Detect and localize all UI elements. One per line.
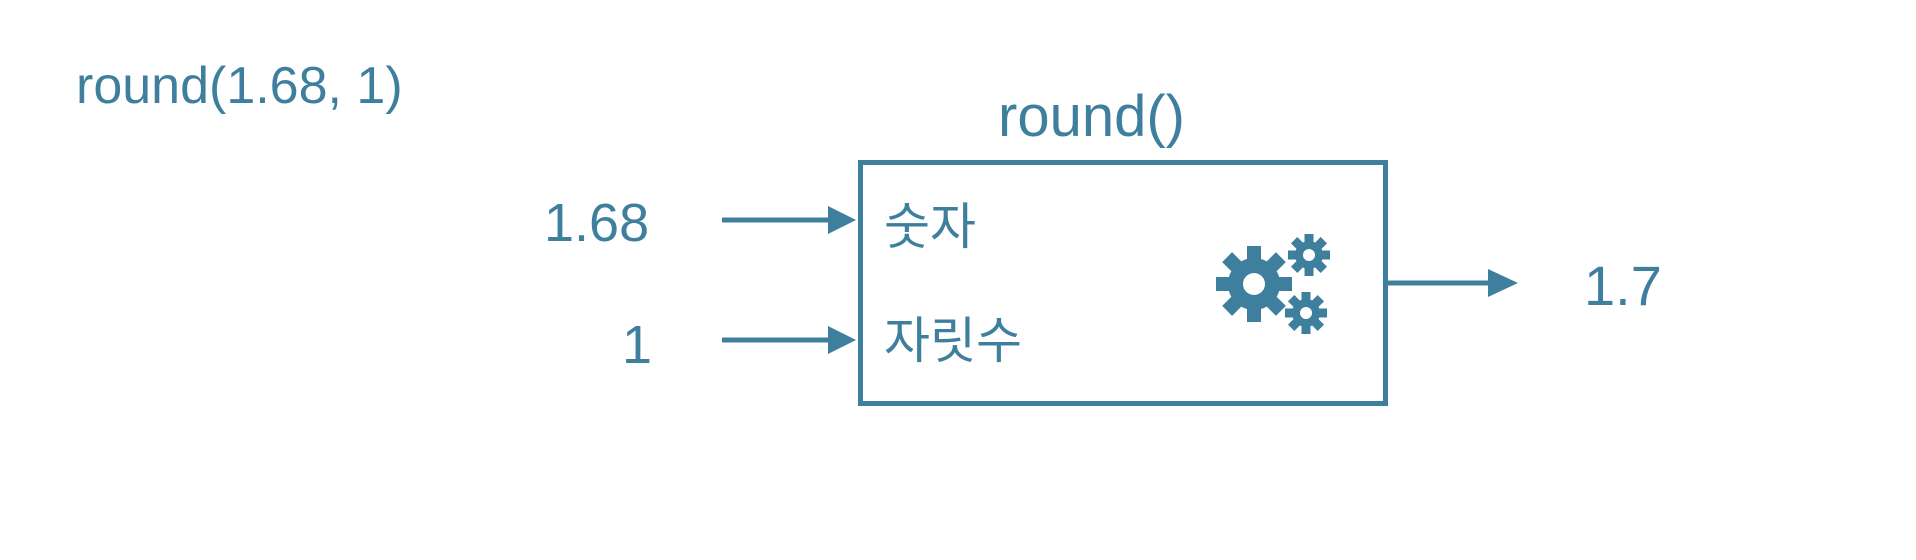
function-name-label: round() [998, 84, 1185, 149]
param-label-number: 숫자 [884, 198, 976, 256]
input-value-1: 1.68 [544, 193, 650, 253]
input-value-2: 1 [622, 315, 653, 375]
output-arrow [1383, 269, 1518, 297]
input-arrow-2 [722, 326, 856, 354]
expression-label: round(1.68, 1) [76, 57, 403, 115]
gears-icon [1216, 234, 1330, 334]
output-value: 1.7 [1584, 254, 1662, 317]
input-arrow-1 [722, 206, 856, 234]
param-label-digits: 자릿수 [884, 312, 1022, 370]
